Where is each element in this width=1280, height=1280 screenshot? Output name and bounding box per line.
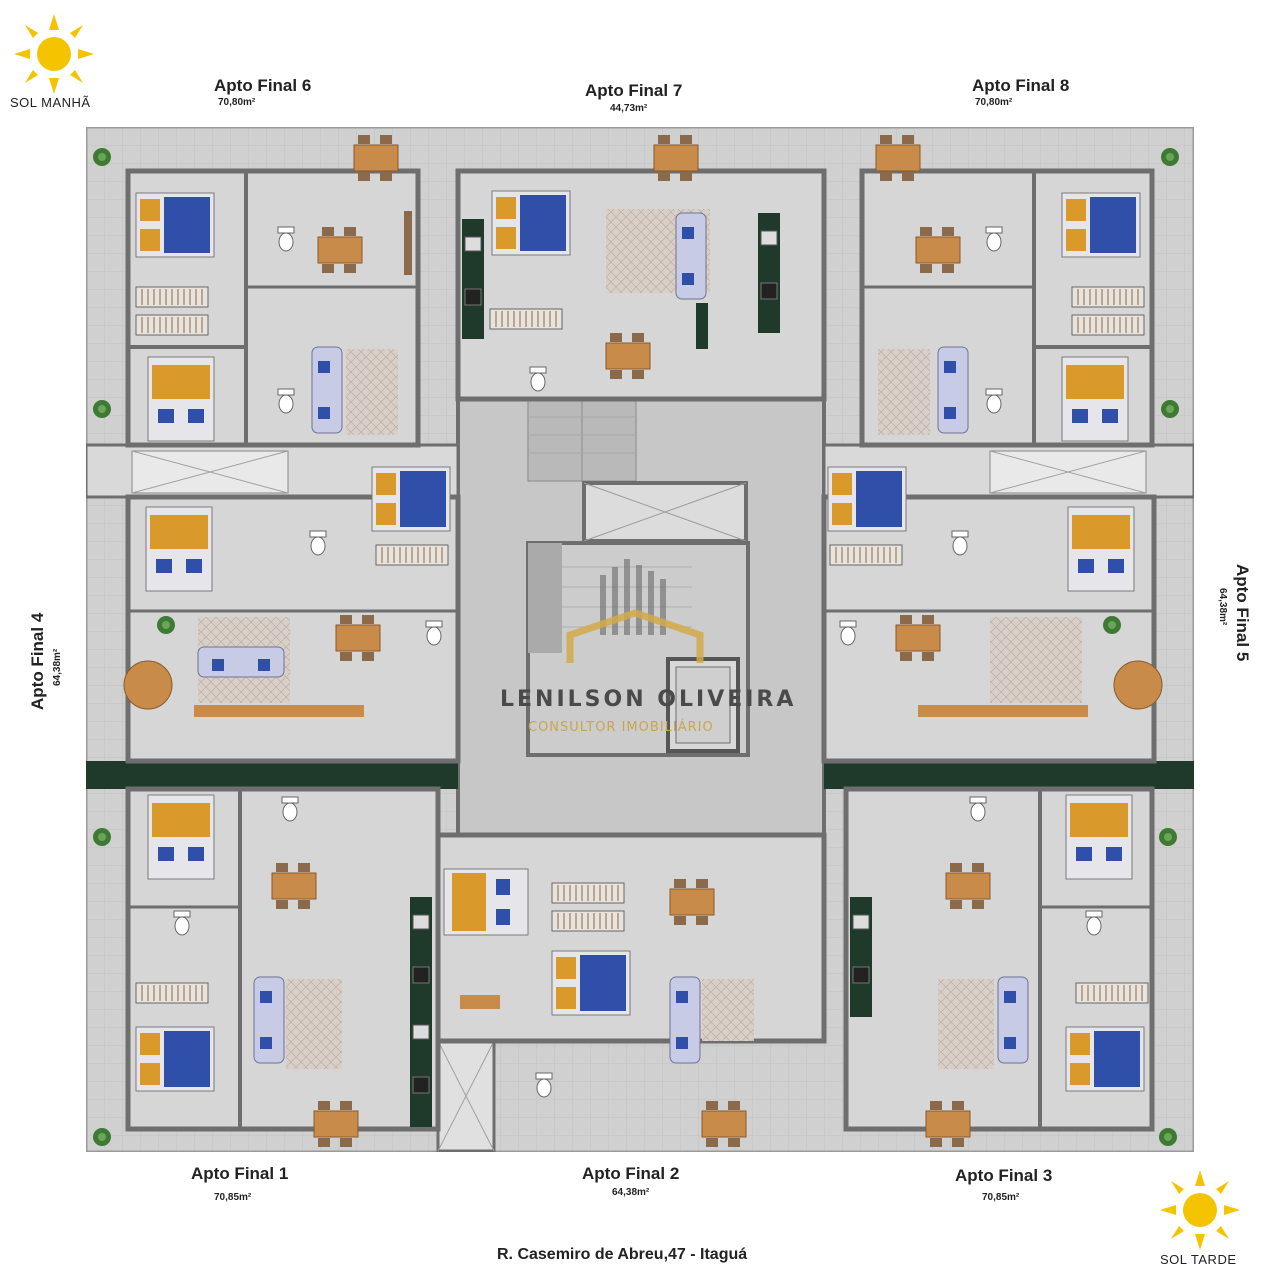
- unit-1-area: 70,85m²: [214, 1192, 252, 1203]
- unit-2-area: 64,38m²: [612, 1187, 650, 1198]
- watermark-logo-icon: [560, 555, 710, 665]
- unit-4-area: 64,38m²: [52, 648, 63, 686]
- unit-2-name: Apto Final 2: [582, 1164, 680, 1183]
- unit-8-area: 70,80m²: [975, 97, 1013, 108]
- unit-6-name: Apto Final 6: [214, 76, 312, 95]
- floor-plan: [84, 125, 1196, 1154]
- sun-afternoon-label: SOL TARDE: [1160, 1252, 1237, 1267]
- watermark-subtitle: CONSULTOR IMOBILIÁRIO: [528, 720, 714, 735]
- unit-7-area: 44,73m²: [610, 103, 648, 114]
- unit-6-area: 70,80m²: [218, 97, 256, 108]
- unit-5-name: Apto Final 5: [1233, 564, 1252, 662]
- unit-1-name: Apto Final 1: [191, 1164, 289, 1183]
- watermark-name: LENILSON OLIVEIRA: [500, 687, 797, 712]
- sun-morning-icon: [12, 12, 96, 96]
- floor-plan-drawing: [84, 125, 1196, 1154]
- unit-5-area: 64,38m²: [1217, 588, 1228, 626]
- unit-7-name: Apto Final 7: [585, 81, 683, 100]
- unit-3-area: 70,85m²: [982, 1192, 1020, 1203]
- sun-afternoon-icon: [1158, 1168, 1242, 1252]
- unit-3-name: Apto Final 3: [955, 1166, 1053, 1185]
- sun-morning-label: SOL MANHÃ: [10, 95, 91, 110]
- unit-4-name: Apto Final 4: [28, 612, 47, 710]
- unit-8-name: Apto Final 8: [972, 76, 1070, 95]
- address: R. Casemiro de Abreu,47 - Itaguá: [497, 1246, 748, 1263]
